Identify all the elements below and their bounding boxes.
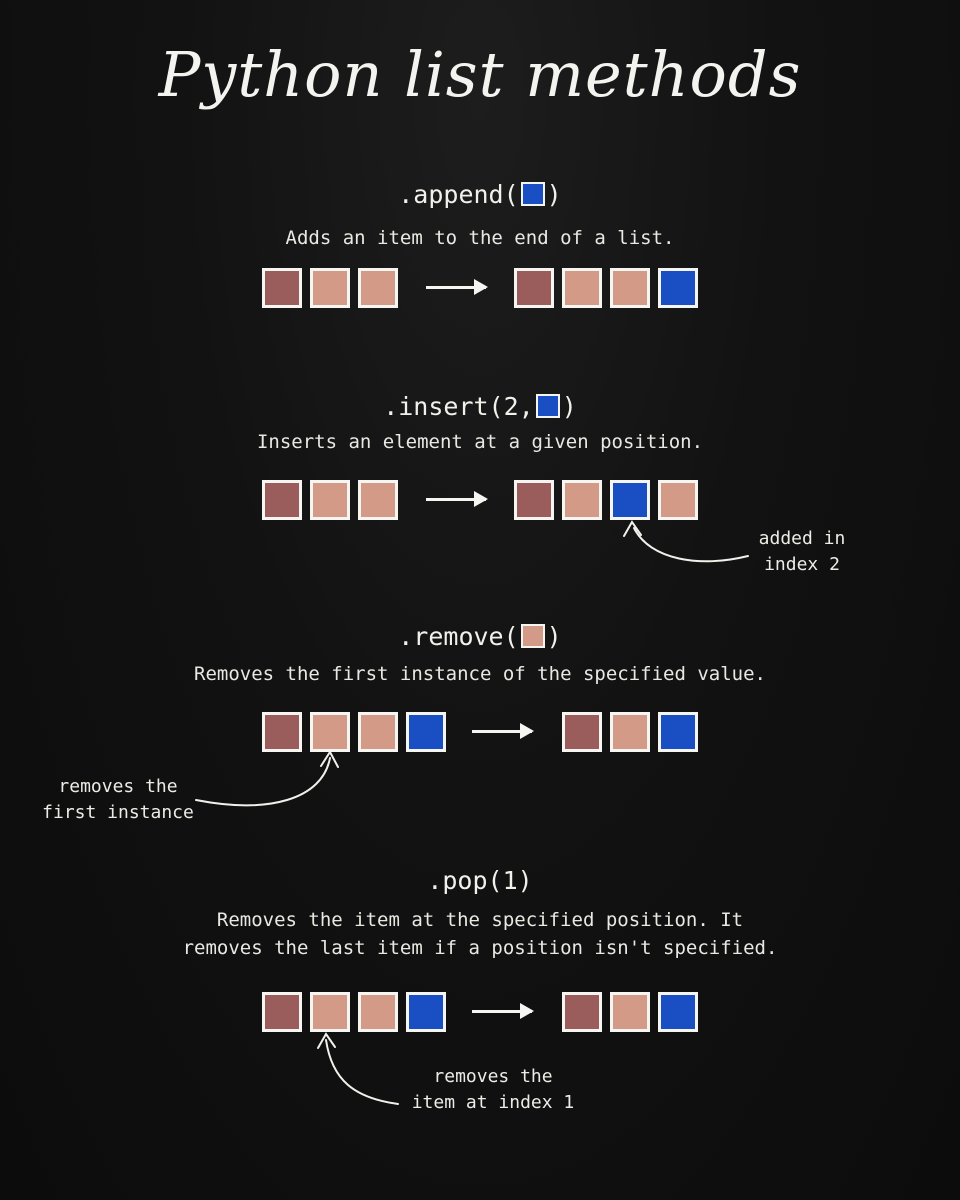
list-item-light-box — [610, 268, 650, 308]
list-item-light-box — [310, 480, 350, 520]
list-item-blue-box — [610, 480, 650, 520]
note-line: item at index 1 — [411, 1092, 575, 1113]
page-title: Python list methods — [158, 38, 802, 111]
remove-description: Removes the first instance of the specif… — [194, 663, 766, 685]
note-line: added in — [758, 528, 846, 549]
insert-arrow-icon — [426, 491, 488, 507]
remove-method-label: .remove() — [0, 622, 960, 651]
append-method-label: .append() — [0, 180, 960, 209]
note-line: index 2 — [764, 554, 840, 575]
list-item-dark-box — [514, 480, 554, 520]
pop-arrow-icon — [472, 1003, 534, 1019]
list-item-light-box — [610, 992, 650, 1032]
description-line: Removes the item at the specified positi… — [216, 909, 744, 931]
method-suffix: ) — [561, 392, 577, 421]
insert-description: Inserts an element at a given position. — [256, 431, 704, 453]
list-item-dark-box — [262, 480, 302, 520]
list-item-light-box — [358, 712, 398, 752]
list-item-light-box — [358, 480, 398, 520]
list-item-light-box — [562, 480, 602, 520]
note-line: first instance — [42, 802, 194, 823]
list-item-light-box — [610, 712, 650, 752]
method-prefix: .remove( — [398, 622, 519, 651]
pop-description: Removes the item at the specified positi… — [0, 906, 960, 962]
blue-item-icon — [520, 182, 545, 206]
list-item-dark-box — [262, 268, 302, 308]
list-item-light-box — [310, 268, 350, 308]
list-item-light-box — [562, 268, 602, 308]
list-item-dark-box — [562, 712, 602, 752]
list-item-dark-box — [262, 992, 302, 1032]
list-item-blue-box — [658, 712, 698, 752]
description-line: removes the last item if a position isn'… — [182, 937, 778, 959]
list-item-blue-box — [658, 268, 698, 308]
list-item-blue-box — [406, 992, 446, 1032]
note-line: removes the — [433, 1066, 553, 1087]
pop-note: removes the item at index 1 — [398, 1064, 588, 1116]
blue-item-icon — [535, 394, 560, 418]
append-description: Adds an item to the end of a list. — [285, 227, 675, 249]
light-item-icon — [520, 624, 545, 648]
list-item-light-box — [358, 992, 398, 1032]
method-suffix: ) — [546, 622, 562, 651]
note-line: removes the — [58, 776, 178, 797]
list-item-dark-box — [514, 268, 554, 308]
method-prefix: .insert(2, — [383, 392, 534, 421]
list-item-light-box — [358, 268, 398, 308]
list-item-blue-box — [658, 992, 698, 1032]
append-arrow-icon — [426, 279, 488, 295]
insert-method-label: .insert(2,) — [0, 392, 960, 421]
list-item-blue-box — [406, 712, 446, 752]
list-item-dark-box — [262, 712, 302, 752]
pop-method-label: .pop(1) — [0, 866, 960, 895]
method-prefix: .pop(1) — [427, 866, 533, 895]
method-prefix: .append( — [398, 180, 519, 209]
remove-note: removes the first instance — [28, 774, 208, 826]
remove-arrow-icon — [472, 723, 534, 739]
method-suffix: ) — [546, 180, 562, 209]
list-item-dark-box — [562, 992, 602, 1032]
list-item-light-box — [310, 992, 350, 1032]
list-item-light-box — [658, 480, 698, 520]
insert-note: added in index 2 — [742, 526, 862, 578]
